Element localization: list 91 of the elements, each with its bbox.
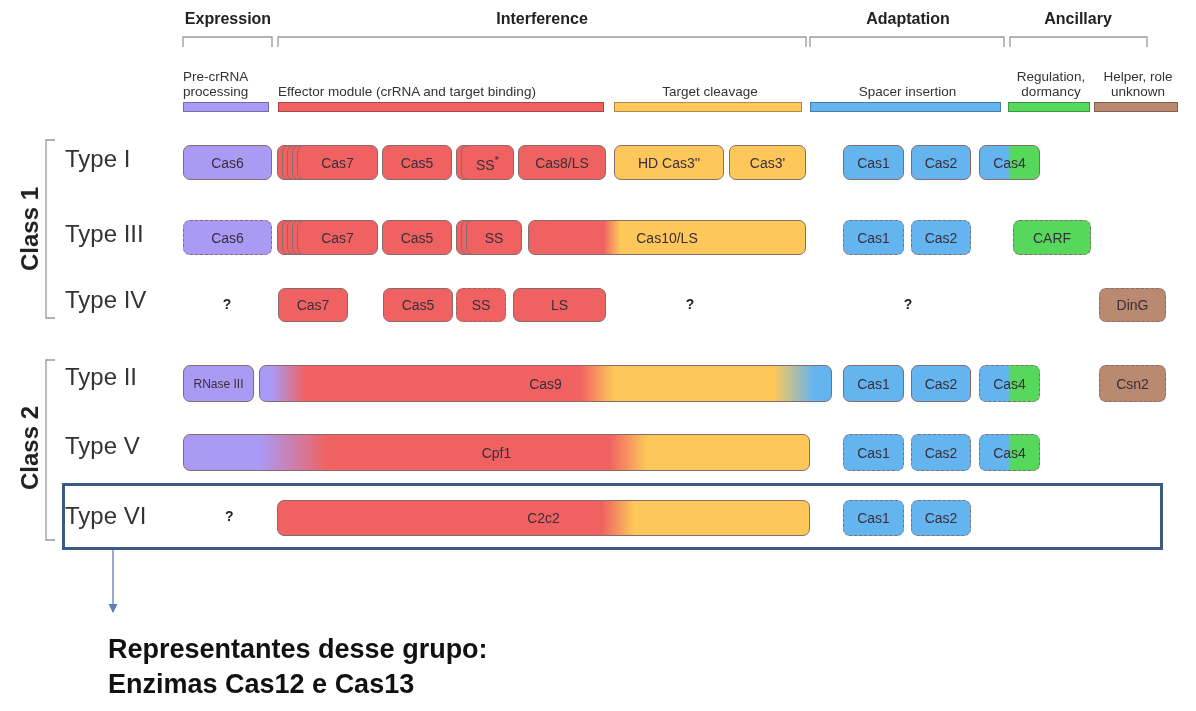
gene-label: Cas10/LS [636,229,698,246]
gene-box [911,220,971,255]
section-heading: Expression [184,10,272,28]
section-heading: Adaptation [866,10,950,28]
gene-label: Cas2 [924,510,958,526]
gene-box [277,500,810,536]
gene-box [528,220,806,255]
row-label: Type I [65,145,131,173]
gene-box [456,288,506,322]
gene-label: Cas2 [924,375,958,392]
gene-box [911,500,971,536]
gene-box [183,434,810,471]
gene-label: SS [471,297,491,313]
gene-box [382,145,452,180]
row-label: Type VI [65,502,147,530]
legend-label: Helper, role unknown [1102,68,1174,100]
gene-label: CARF [1032,229,1072,246]
gene-box [911,434,971,471]
class-label: Class 1 [16,186,44,272]
legend-label: Regulation, dormancy [1015,68,1087,100]
gene-label: Cas5 [400,154,434,171]
gene-box [843,220,904,255]
unknown-mark: ? [685,296,695,312]
gene-label: SS$^{*}$ [475,152,500,173]
section-heading: Interference [496,10,588,28]
gene-box [183,220,272,255]
gene-label: C2c2 [527,510,560,526]
gene-label: SS [484,229,504,246]
section-heading: Ancillary [1044,10,1112,28]
stacked-gene-box [456,145,514,180]
gene-label: Csn2 [1116,375,1149,392]
gene-box [614,145,724,180]
gene-label: DinG [1116,297,1149,313]
gene-label: Cas1 [857,375,890,392]
gene-label: Cas2 [924,229,958,246]
legend-label: Target cleavage [661,84,759,100]
gene-box [383,288,453,322]
gene-box [843,145,904,180]
gene-label: Cas2 [924,154,958,171]
gene-box [843,434,904,471]
gene-label: Cas7 [321,229,354,246]
gene-label: Cpf1 [481,444,512,461]
legend-label: Pre-crRNA processing [183,68,250,100]
gene-label: Cas1 [857,510,890,526]
gene-box [382,220,452,255]
gene-label: RNase III [193,376,244,391]
gene-box [278,288,348,322]
gene-label: Cas7 [321,154,354,171]
gene-label: Cas8/LS [535,154,589,171]
gene-label: Cas1 [857,444,890,461]
gene-box [911,365,971,402]
gene-label: Cas5 [400,229,434,246]
row-label: Type V [65,432,140,460]
stacked-gene-box [277,220,378,255]
row-label: Type II [65,363,138,391]
stacked-gene-box [277,145,378,180]
gene-box [518,145,606,180]
gene-label: Cas5 [401,297,435,313]
gene-label: Cas9 [529,375,562,392]
gene-box [1099,288,1166,322]
gene-box [259,365,832,402]
highlight-frame [62,483,1163,550]
gene-label: Cas7 [296,297,330,313]
gene-label: Cas1 [857,154,890,171]
unknown-mark: ? [903,296,913,312]
gene-label: Cas2 [924,444,958,461]
stacked-gene-box [456,220,522,255]
unknown-mark: ? [225,508,234,524]
gene-label: Cas6 [211,154,244,171]
gene-box [729,145,806,180]
note-text: Representantes desse grupo: Enzimas Cas12 e Cas13 [108,633,489,702]
gene-box [1013,220,1091,255]
gene-label: LS [550,297,569,313]
row-label: Type IV [65,286,147,314]
gene-box [843,500,904,536]
class-label: Class 2 [16,405,44,491]
row-label: Type III [65,220,144,248]
gene-label: Cas3' [749,154,786,171]
gene-box [1099,365,1166,402]
legend-label: Effector module (crRNA and target binding) [278,84,537,100]
gene-box [911,145,971,180]
unknown-mark: ? [222,296,232,312]
gene-label: HD Cas3'' [637,154,701,171]
gene-box [513,288,606,322]
legend-label: Spacer insertion [857,84,958,100]
gene-label: Cas6 [211,229,244,246]
arrow [108,549,118,613]
gene-label: Cas1 [857,229,890,246]
gene-box [183,365,254,402]
gene-box [183,145,272,180]
gene-box [843,365,904,402]
